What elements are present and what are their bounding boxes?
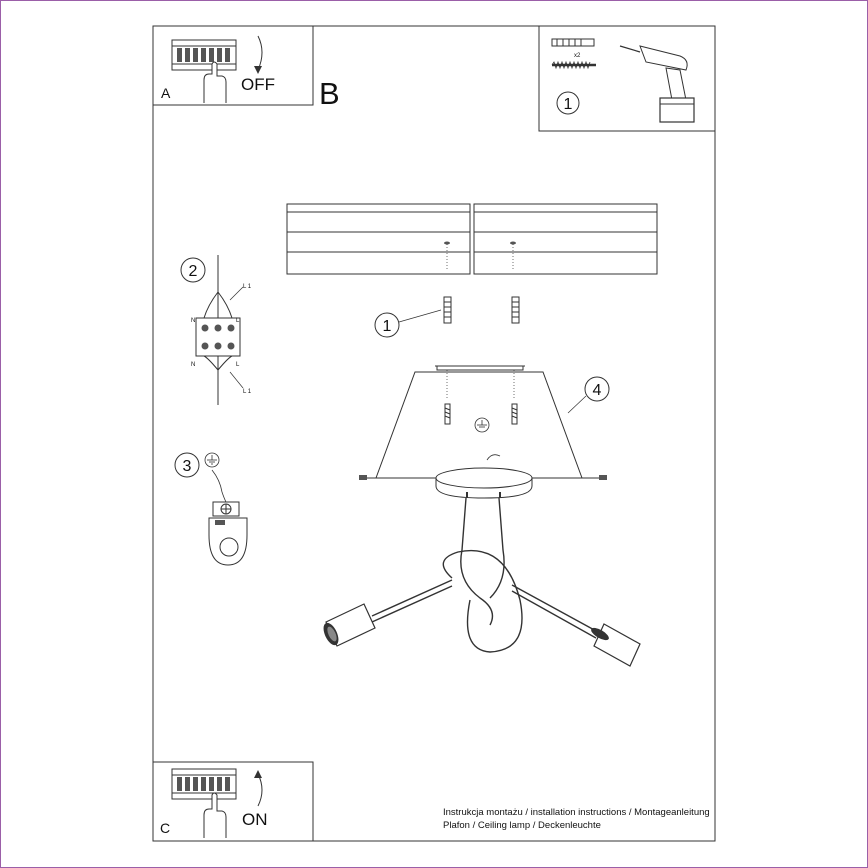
- step-badge: [556, 91, 580, 115]
- live-bottom-label: L 1: [243, 389, 252, 395]
- screw-icon: [511, 403, 518, 425]
- panel-c: C ON: [152, 761, 314, 842]
- footer-caption-line2: Plafon / Ceiling lamp / Deckenleuchte: [443, 820, 601, 831]
- terminal-block: [195, 317, 241, 357]
- panel-a-off-label: OFF: [241, 75, 275, 94]
- wall-plug-icon: [551, 38, 595, 47]
- arrow-down-icon: [254, 35, 263, 74]
- earth-diagram: 3: [174, 452, 248, 566]
- ground-icon: [204, 452, 220, 468]
- wiring-diagram: 2 L 1 L 1 N N L L: [180, 255, 252, 405]
- live-top-label: L 1: [243, 284, 252, 290]
- ceiling-lamp: [323, 467, 641, 667]
- ceiling: [286, 203, 658, 275]
- tools-panel: x2 1: [538, 25, 716, 132]
- panel-c-on-label: ON: [242, 810, 268, 829]
- quantity-label: x2: [574, 53, 581, 59]
- step-badge: [584, 376, 610, 402]
- bulb-socket-right: [591, 623, 641, 667]
- breaker-icon: [171, 39, 237, 71]
- wall-plug-icon: [511, 296, 520, 324]
- bulb-socket-left: [323, 603, 376, 647]
- hand-icon: [203, 61, 227, 103]
- neutral-top-label: N: [191, 318, 195, 324]
- panel-a: A OFF: [152, 25, 314, 106]
- panel-b-letter: B: [319, 76, 340, 111]
- wiring-step-number: 2: [189, 263, 198, 280]
- ground-icon: [474, 417, 490, 433]
- canopy-cover: 4: [359, 365, 610, 480]
- screw-icon: [551, 60, 596, 70]
- step-badge: [374, 312, 400, 338]
- wall-plugs: 1: [374, 296, 520, 338]
- panel-c-letter: C: [160, 820, 170, 836]
- drill-icon: [619, 45, 695, 123]
- footer-caption-line1: Instrukcja montażu / installation instru…: [443, 807, 710, 818]
- wall-plug-icon: [443, 296, 452, 324]
- tools-step-number: 1: [564, 96, 573, 113]
- live-bottom-inner-label: L: [236, 362, 240, 368]
- live-top-inner-label: L: [236, 318, 240, 324]
- screw-icon: [444, 403, 451, 425]
- canopy-step-number: 4: [593, 382, 602, 399]
- arrow-up-icon: [254, 770, 263, 807]
- content-frame: [152, 25, 716, 842]
- earth-step-number: 3: [183, 458, 192, 475]
- neutral-bottom-label: N: [191, 362, 195, 368]
- screw-step-number: 1: [383, 318, 392, 335]
- panel-a-letter: A: [161, 85, 171, 101]
- step-badge: [174, 452, 200, 478]
- hand-icon: [203, 792, 227, 838]
- step-badge: [180, 257, 206, 283]
- breaker-icon: [171, 768, 237, 800]
